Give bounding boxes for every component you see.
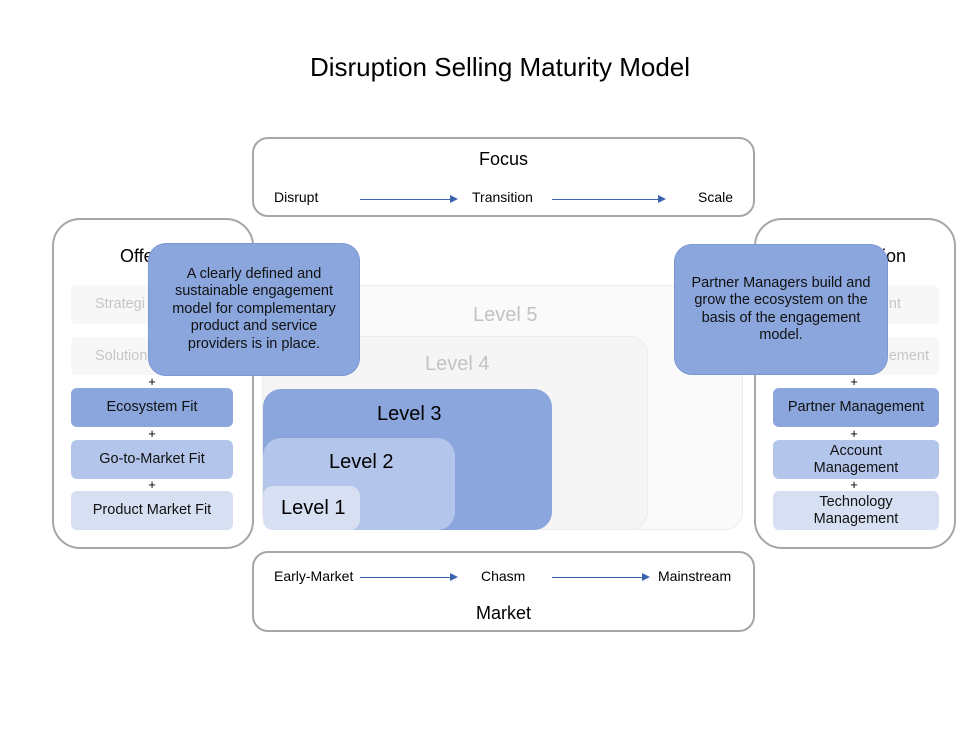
offering-item-product-market-fit: Product Market Fit xyxy=(71,491,233,530)
market-arrow-1 xyxy=(360,572,458,581)
organization-title: ion xyxy=(882,246,907,266)
offering-plus-1: + xyxy=(148,374,156,389)
focus-stage-disrupt: Disrupt xyxy=(274,189,319,205)
market-stage-chasm: Chasm xyxy=(481,568,526,584)
focus-stage-transition: Transition xyxy=(472,189,533,205)
market-title: Market xyxy=(475,603,531,623)
level-5-label: Level 5 xyxy=(473,304,538,326)
focus-arrow-1 xyxy=(360,194,458,203)
level-1-block xyxy=(263,486,360,530)
market-box: Early-Market Chasm Mainstream Market xyxy=(252,551,755,632)
market-arrow-2 xyxy=(552,572,650,581)
organization-plus-2: + xyxy=(850,426,858,441)
level-1-label: Level 1 xyxy=(281,497,346,519)
level-4-label: Level 4 xyxy=(425,353,490,375)
organization-item-technology-management: Technology Management xyxy=(773,491,939,530)
focus-stage-scale: Scale xyxy=(698,189,734,205)
offering-item-ecosystem-fit: Ecosystem Fit xyxy=(71,388,233,427)
focus-title: Focus xyxy=(478,149,529,169)
level-2-label: Level 2 xyxy=(329,451,394,473)
organization-item-partner-management: Partner Management xyxy=(773,388,939,427)
market-stage-mainstream: Mainstream xyxy=(658,568,732,584)
callout-right: Partner Managers build and grow the ecos… xyxy=(674,244,888,375)
organization-item-account-management: Account Management xyxy=(773,440,939,479)
market-stage-early: Early-Market xyxy=(274,568,354,584)
offering-plus-3: + xyxy=(148,477,156,492)
focus-arrow-2 xyxy=(552,194,666,203)
offering-item-gtm-fit: Go-to-Market Fit xyxy=(71,440,233,479)
offering-title: Offe xyxy=(120,246,154,266)
offering-plus-2: + xyxy=(148,426,156,441)
organization-plus-1: + xyxy=(850,374,858,389)
callout-left: A clearly defined and sustainable engage… xyxy=(148,243,360,376)
focus-box: Focus Disrupt Transition Scale xyxy=(252,137,755,217)
organization-plus-3: + xyxy=(850,477,858,492)
diagram-title: Disruption Selling Maturity Model xyxy=(309,52,691,82)
level-3-label: Level 3 xyxy=(377,403,442,425)
